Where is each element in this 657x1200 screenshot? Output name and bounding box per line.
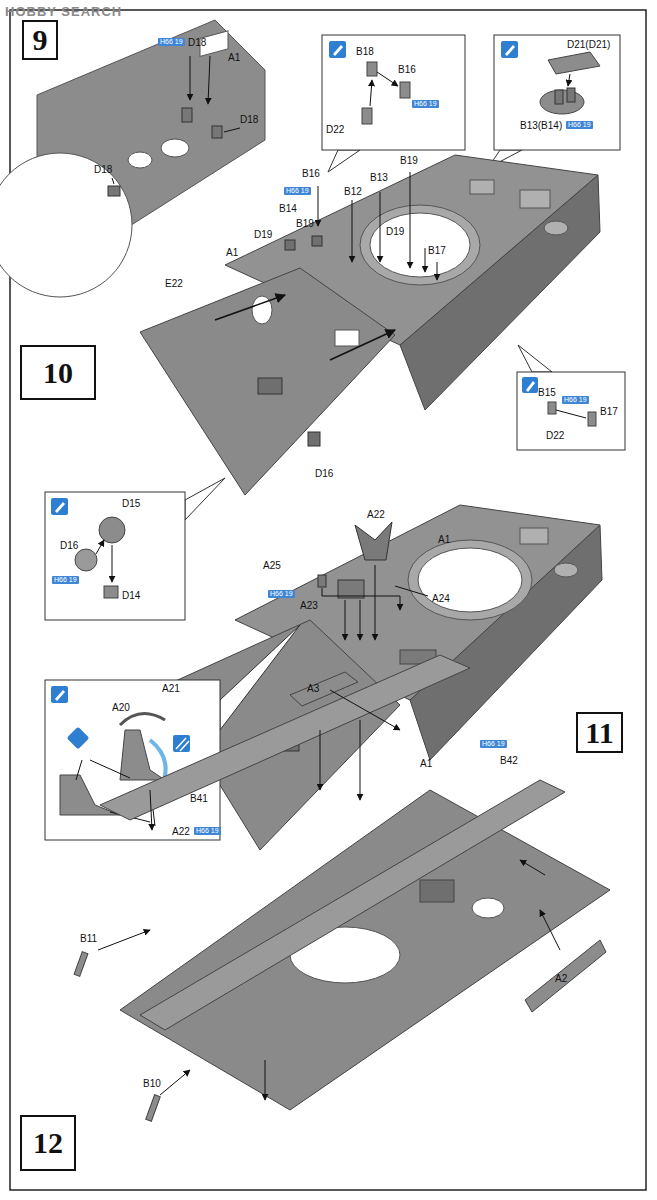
part-label: B10 — [143, 1078, 161, 1089]
step9-inset — [0, 20, 265, 297]
part-label: A21 — [162, 683, 180, 694]
part-label: A20 — [112, 702, 130, 713]
callout-frame — [517, 345, 625, 450]
step-number-box: 10 — [20, 345, 96, 400]
part-label: A23 — [300, 600, 318, 611]
part-label: B14 — [279, 203, 297, 214]
callout-frame — [45, 478, 225, 620]
callout-frame — [45, 625, 300, 840]
part-label: B16 — [398, 64, 416, 75]
paint-code: H66 19 — [158, 38, 185, 46]
paint-code: H66 19 — [480, 740, 507, 748]
part-label: B12 — [344, 186, 362, 197]
part-label: B11 — [80, 933, 97, 944]
part-label: B41 — [190, 793, 208, 804]
step-number: 11 — [585, 716, 613, 750]
part-label: A1 — [228, 52, 240, 63]
part-label: D22 — [326, 124, 344, 135]
part-label: A22 — [172, 826, 190, 837]
watermark: HOBBY SEARCH — [5, 5, 122, 19]
step-number: 10 — [43, 356, 73, 390]
paint-code: H66 19 — [562, 396, 589, 404]
part-label: D18 — [188, 37, 206, 48]
paint-code: H66 19 — [194, 827, 221, 835]
part-label: B19 — [400, 155, 418, 166]
part-label: B18 — [356, 46, 374, 57]
part-label: D18 — [240, 114, 258, 125]
part-label: D21(D21) — [567, 39, 610, 50]
part-label: D16 — [60, 540, 78, 551]
part-label: D16 — [315, 468, 333, 479]
part-label: A1 — [420, 758, 432, 769]
part-label: A2 — [555, 973, 567, 984]
callout-frame — [488, 35, 620, 168]
paint-code: H66 19 — [268, 590, 295, 598]
part-label: B15 — [538, 387, 556, 398]
part-label: A24 — [432, 593, 450, 604]
part-label: D22 — [546, 430, 564, 441]
part-label: D19 — [254, 229, 272, 240]
part-label: B19 — [296, 218, 314, 229]
paint-code: H66 19 — [412, 100, 439, 108]
part-label: B17 — [428, 245, 446, 256]
part-label: A22 — [367, 509, 385, 520]
step-number: 9 — [33, 23, 48, 57]
hull-step12 — [74, 655, 610, 1121]
part-label: A1 — [438, 534, 450, 545]
part-label: D19 — [386, 226, 404, 237]
part-label: D18 — [94, 164, 112, 175]
part-label: B13(B14) — [520, 120, 562, 131]
paint-code: H66 19 — [52, 576, 79, 584]
step-number-box: 11 — [576, 712, 623, 753]
callout-frame — [322, 35, 465, 172]
part-label: A1 — [226, 247, 238, 258]
part-label: B13 — [370, 172, 388, 183]
part-label: B16 — [302, 168, 320, 179]
part-label: B42 — [500, 755, 518, 766]
part-label: D14 — [122, 590, 140, 601]
step-number-box: 9 — [22, 20, 58, 60]
part-label: E22 — [165, 278, 183, 289]
paint-code: H66 19 — [284, 187, 311, 195]
part-label: D15 — [122, 498, 140, 509]
part-label: A3 — [307, 683, 319, 694]
step-number-box: 12 — [20, 1115, 76, 1171]
step-number: 12 — [33, 1126, 63, 1160]
paint-code: H66 19 — [566, 121, 593, 129]
part-label: B17 — [600, 406, 618, 417]
part-label: A25 — [263, 560, 281, 571]
